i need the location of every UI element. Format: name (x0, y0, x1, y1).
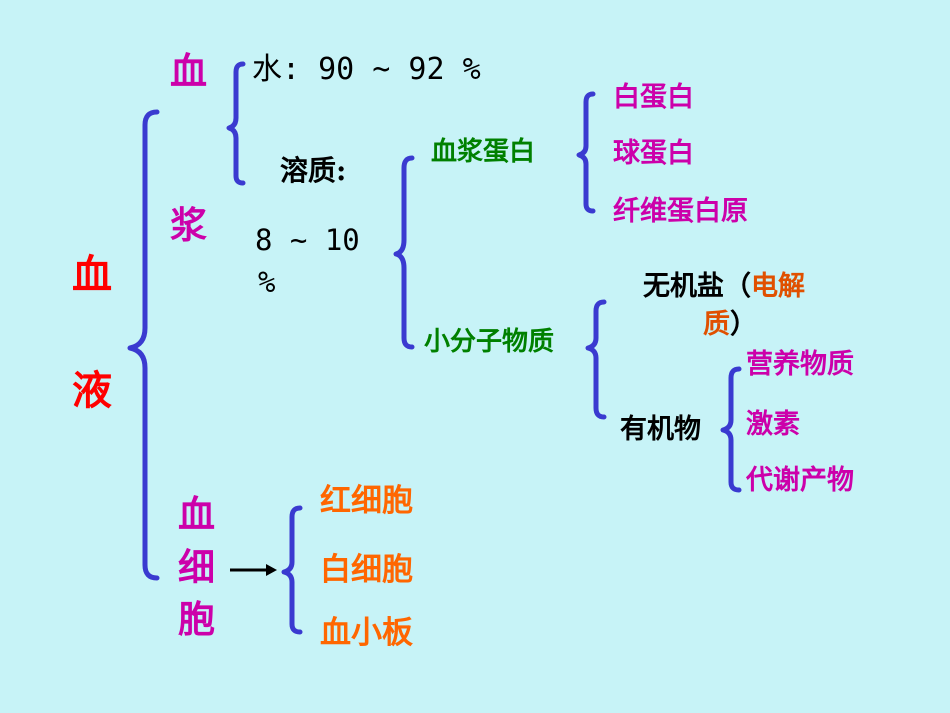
brace-blood (127, 109, 160, 581)
blood-cells-label-char-2: 细 (178, 545, 215, 589)
organic-item-nutrients: 营养物质 (746, 349, 854, 380)
protein-item-globulin: 球蛋白 (613, 138, 694, 169)
brace-plasma (226, 61, 246, 186)
cell-item-red-blood-cells: 红细胞 (320, 483, 413, 519)
root-label-char-2: 液 (72, 367, 112, 414)
water-percentage: 水: 90 ~ 92 % (252, 52, 481, 87)
brace-solute (393, 155, 415, 350)
solute-percentage-line-1: 8 ~ 10 (255, 223, 360, 257)
root-label-char-1: 血 (72, 251, 112, 298)
solute-percentage-line-2: % (258, 265, 276, 299)
protein-item-fibrinogen: 纤维蛋白原 (613, 196, 748, 227)
brace-plasma-protein (576, 91, 596, 214)
organic-item-hormones: 激素 (746, 409, 800, 440)
brace-small-molecules (585, 299, 607, 420)
plasma-protein-label: 血浆蛋白 (431, 137, 536, 167)
cell-item-platelets: 血小板 (320, 615, 413, 651)
plasma-label-bottom: 浆 (170, 203, 207, 247)
brace-organic (720, 366, 742, 493)
inorganic-closing-paren: ） (730, 309, 757, 340)
organic-label: 有机物 (620, 414, 701, 445)
blood-cells-label-char-1: 血 (178, 492, 215, 536)
inorganic-salt-label-line-2: 质） (703, 311, 757, 338)
inorganic-salt-label: 无机盐（电解 (643, 273, 805, 300)
plasma-label-top: 血 (170, 49, 207, 93)
solute-label: 溶质: (280, 154, 347, 187)
blood-cells-label-char-3: 胞 (178, 597, 215, 641)
cell-item-white-blood-cells: 白细胞 (320, 552, 413, 588)
electrolyte-text-part-1: 电解 (751, 271, 805, 302)
right-arrow-icon (230, 564, 277, 576)
brace-blood-cells (281, 505, 303, 635)
inorganic-salt-text: 无机盐（ (643, 271, 751, 302)
organic-item-metabolites: 代谢产物 (746, 465, 854, 496)
protein-item-albumin: 白蛋白 (613, 82, 694, 113)
small-molecules-label: 小分子物质 (424, 327, 555, 357)
electrolyte-text-part-2: 质 (703, 309, 730, 340)
